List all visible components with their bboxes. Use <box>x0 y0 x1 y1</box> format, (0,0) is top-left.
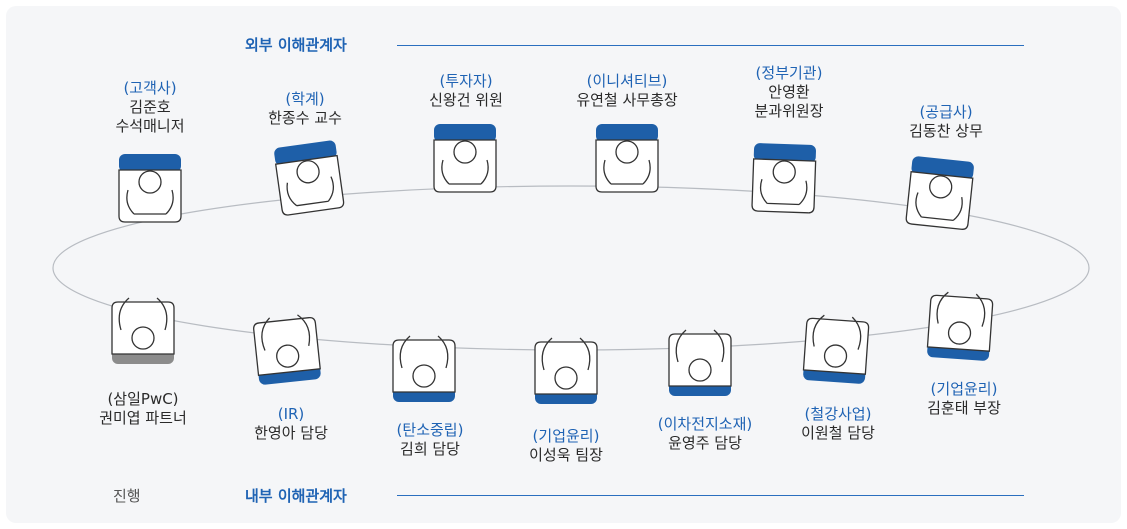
participant-name: 유연철 사무총장 <box>576 91 678 109</box>
internal-stakeholders-title: 내부 이해관계자 <box>245 487 347 505</box>
participant-category: (정부기관) <box>755 64 823 82</box>
participant-name: 신왕건 위원 <box>429 91 503 109</box>
participant-name: 안영환 <box>768 83 810 101</box>
internal-divider <box>397 495 1024 496</box>
participant-label-steel: (철강사업) 이원철 담당 <box>801 405 875 443</box>
participant-category: (기업윤리) <box>532 427 600 445</box>
participant-category: (철강사업) <box>804 405 872 423</box>
chair-ir <box>253 314 321 385</box>
participant-category: (고객사) <box>123 79 177 97</box>
participant-category: (기업윤리) <box>930 380 998 398</box>
chair-ethics-1 <box>534 337 598 404</box>
chair-steel <box>802 314 870 384</box>
participant-label-investor: (투자자) 신왕건 위원 <box>429 72 503 110</box>
participant-category: (삼일PwC) <box>107 390 179 408</box>
chair-carbon-neutral <box>392 335 456 402</box>
participant-label-ethics-2: (기업윤리) 김훈태 부장 <box>927 380 1001 418</box>
chair-government <box>751 143 817 214</box>
participant-label-carbon-neutral: (탄소중립) 김희 담당 <box>397 421 464 459</box>
chair-supplier <box>905 156 974 230</box>
participant-category: (이니셔티브) <box>586 72 668 90</box>
facilitator-role-label: 진행 <box>113 487 141 505</box>
chair-ethics-2 <box>926 291 994 361</box>
external-stakeholders-title: 외부 이해관계자 <box>245 36 347 54</box>
participant-label-ir: (IR) 한영아 담당 <box>254 405 328 443</box>
external-divider <box>397 45 1024 46</box>
participant-name: 김희 담당 <box>400 440 460 458</box>
participant-label-academia: (학계) 한종수 교수 <box>268 90 342 128</box>
participant-name: 권미엽 파트너 <box>99 409 187 427</box>
participant-name: 김동찬 상무 <box>909 122 983 140</box>
participant-name: 한종수 교수 <box>268 109 342 127</box>
participant-name: 이원철 담당 <box>801 424 875 442</box>
participant-category: (탄소중립) <box>396 421 464 439</box>
chair-battery-materials <box>668 329 732 396</box>
participant-label-battery-materials: (이차전지소재) 윤영주 담당 <box>658 415 753 453</box>
diagram-card <box>6 6 1121 523</box>
participant-label-customer: (고객사) 김준호 수석매니저 <box>115 79 184 136</box>
chair-investor <box>433 124 497 193</box>
participant-title: 분과위원장 <box>754 102 824 120</box>
participant-category: (학계) <box>285 90 325 108</box>
participant-name: 한영아 담당 <box>254 424 328 442</box>
participant-label-ethics-1: (기업윤리) 이성욱 팀장 <box>529 427 603 465</box>
chair-customer <box>118 154 182 223</box>
participant-label-government: (정부기관) 안영환 분과위원장 <box>754 64 823 121</box>
participant-name: 이성욱 팀장 <box>529 446 603 464</box>
chair-samil-pwc <box>111 297 175 364</box>
participant-name: 윤영주 담당 <box>668 434 742 452</box>
participant-category: (공급사) <box>919 103 973 121</box>
chair-academia <box>274 140 345 216</box>
participant-label-initiative: (이니셔티브) 유연철 사무총장 <box>576 72 677 110</box>
participant-category: (이차전지소재) <box>657 415 753 433</box>
participant-label-supplier: (공급사) 김동찬 상무 <box>909 103 983 141</box>
chair-initiative <box>595 124 659 193</box>
participant-name: 김준호 <box>129 98 171 116</box>
participant-category: (IR) <box>277 405 305 423</box>
participant-title: 수석매니저 <box>115 117 185 135</box>
participant-category: (투자자) <box>439 72 493 90</box>
participant-label-samil-pwc: (삼일PwC) 권미엽 파트너 <box>99 390 187 428</box>
participant-name: 김훈태 부장 <box>927 399 1001 417</box>
